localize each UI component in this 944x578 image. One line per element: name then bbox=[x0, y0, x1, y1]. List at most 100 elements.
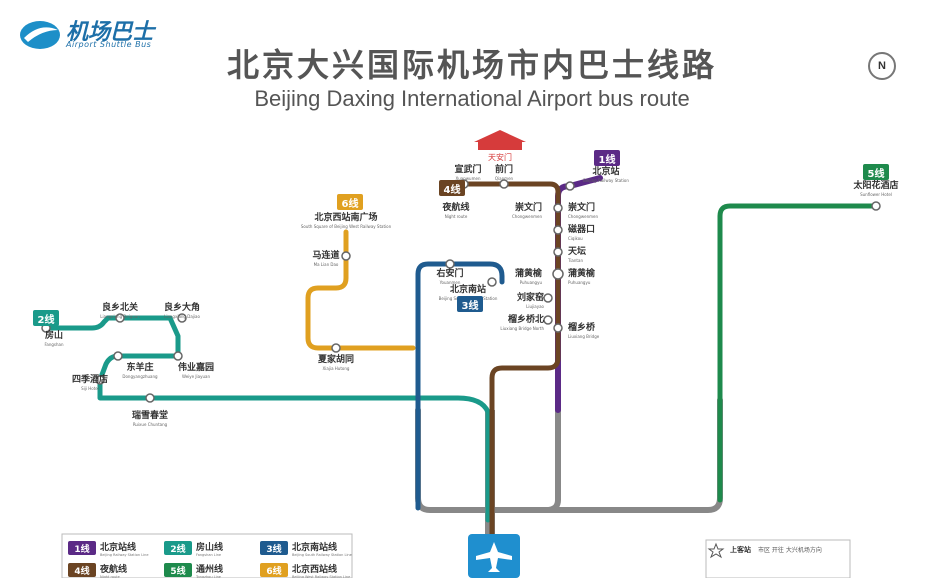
station-sjjd-label: 四季酒店 bbox=[72, 373, 108, 385]
station-bjxz-label-en: South Square of Beijing West Railway Sta… bbox=[301, 224, 392, 229]
station-wyjy-label: 伟业嘉园 bbox=[178, 361, 214, 373]
legend-5-name-en: Beijing West Railway Station Line bbox=[292, 575, 350, 578]
station-sjjd-marker bbox=[95, 375, 105, 385]
station-bjz-marker bbox=[565, 181, 575, 191]
station-lxdj-marker bbox=[177, 313, 187, 323]
station-ljp-marker bbox=[543, 293, 553, 303]
station-phy-star-icon bbox=[552, 268, 564, 280]
station-lxqb-marker bbox=[543, 315, 553, 325]
station-ckou-label-en: Ciqikou bbox=[568, 236, 583, 241]
logo-subtitle: Airport Shuttle Bus bbox=[66, 40, 152, 49]
legend-2-name: 北京南站线 bbox=[292, 541, 337, 553]
station-tyh-label: 太阳花酒店 bbox=[852, 179, 898, 191]
station-mld-label: 马连道 bbox=[312, 249, 339, 261]
station-lxdj-label: 良乡大角 bbox=[164, 301, 200, 313]
station-tt-label-en: Tiantan bbox=[567, 258, 583, 263]
station-xjht-marker bbox=[331, 343, 341, 353]
plane-swoosh-icon bbox=[20, 21, 60, 49]
legend-4-badge-label: 5线 bbox=[170, 565, 185, 577]
line-badge-5-label: 5线 bbox=[868, 167, 885, 180]
station-qm-label: 前门 bbox=[495, 163, 513, 175]
station-cwm-marker bbox=[553, 203, 563, 213]
compass-icon: N bbox=[868, 52, 896, 80]
station-lxqb-label: 榴乡桥北 bbox=[508, 313, 544, 325]
station-xjht-label-en: Xiajia Hutong bbox=[323, 366, 350, 371]
station-lxbg-label: 良乡北关 bbox=[102, 301, 138, 313]
line-legend-frame bbox=[61, 533, 353, 578]
station-wyjy-label-en: Weiye Jiayuan bbox=[182, 374, 210, 379]
station-lxbg-label-en: Liangxiang Beiguan bbox=[100, 314, 140, 319]
legend-3-badge-label: 4线 bbox=[74, 565, 89, 577]
tiananmen-icon bbox=[478, 142, 522, 150]
route-line-3 bbox=[415, 261, 505, 511]
station-ckou-marker bbox=[553, 225, 563, 235]
key-0-desc: 市区 开往 大兴机场方向 bbox=[758, 546, 822, 554]
station-bjxz-label: 北京西站南广场 bbox=[314, 211, 377, 223]
station-cwm4-label: 崇文门 bbox=[515, 201, 542, 213]
station-ckou-label: 磁器口 bbox=[568, 223, 595, 235]
station-dfz-label: 东羊庄 bbox=[126, 361, 153, 373]
legend-2-badge bbox=[260, 541, 288, 555]
station-xwm-label-en: Xuanwumen bbox=[456, 176, 481, 181]
legend-3-name-en: Night route bbox=[100, 575, 120, 578]
legend-1-name: 房山线 bbox=[196, 541, 223, 553]
tiananmen-roof-icon bbox=[474, 130, 526, 142]
page-title: 北京大兴国际机场市内巴士线路 bbox=[226, 46, 717, 84]
line-badge-4 bbox=[439, 180, 465, 196]
station-ljp-label-en: Liujiayao bbox=[526, 304, 544, 309]
station-phy-label: 蒲黄榆 bbox=[568, 267, 596, 279]
legend-5-name: 北京西站线 bbox=[292, 563, 337, 575]
station-wyjy-marker bbox=[173, 351, 183, 361]
line-badge-6-label: 6线 bbox=[342, 197, 359, 210]
station-yam-marker bbox=[445, 259, 455, 269]
station-xjht-label: 夏家胡同 bbox=[317, 353, 354, 365]
route-line-5 bbox=[717, 203, 879, 503]
station-ljp-label: 刘家窑 bbox=[517, 291, 544, 303]
station-bjz-label-en: Beijing Railway Station bbox=[583, 178, 629, 183]
route-line-2 bbox=[43, 315, 491, 523]
station-phy4-label-en: Puhuangyu bbox=[520, 280, 543, 285]
station-phy4-label: 蒲黄榆 bbox=[515, 267, 543, 279]
station-yam-label: 右安门 bbox=[435, 267, 463, 279]
station-rxct-marker bbox=[145, 393, 155, 403]
line-badge-1 bbox=[594, 150, 620, 166]
legend-1-name-en: Fangshan Line bbox=[196, 553, 221, 557]
airplane-icon bbox=[476, 542, 512, 572]
station-rxct-label: 瑞雪春堂 bbox=[132, 409, 168, 421]
station-nr-label: 夜航线 bbox=[441, 201, 469, 213]
legend-5-badge bbox=[260, 563, 288, 577]
key-star-icon bbox=[707, 542, 725, 559]
legend-5-badge-label: 6线 bbox=[266, 565, 281, 577]
legend-4-name-en: Tongzhou Line bbox=[195, 575, 221, 578]
legend-0-name: 北京站线 bbox=[100, 541, 136, 553]
station-mld-label-en: Ma Lian Dao bbox=[314, 262, 339, 267]
station-cwm-label-en: Chongwenmen bbox=[568, 214, 598, 219]
station-xwm-label: 宣武门 bbox=[454, 163, 481, 175]
legend-4-name: 通州线 bbox=[196, 563, 223, 575]
station-cwm4-label-en: Chongwenmen bbox=[512, 214, 542, 219]
station-tt-marker bbox=[553, 247, 563, 257]
station-nr-label-en: Night route bbox=[445, 214, 468, 219]
legend-2-badge-label: 3线 bbox=[266, 543, 281, 555]
legend-0-badge-label: 1线 bbox=[74, 543, 89, 555]
station-tyh-marker bbox=[871, 201, 881, 211]
route-line-4 bbox=[457, 181, 561, 559]
key-0-label: 上客站 bbox=[730, 545, 751, 554]
station-lxq-label: 榴乡桥 bbox=[568, 321, 596, 333]
station-bjnz-label: 北京南站 bbox=[450, 283, 486, 295]
station-lxbg-marker bbox=[115, 313, 125, 323]
line-badge-2-label: 2线 bbox=[38, 313, 55, 326]
legend-1-badge bbox=[164, 541, 192, 555]
legend-2-name-en: Beijing South Railway Station Line bbox=[292, 553, 352, 557]
station-qm-label-en: Qianmen bbox=[495, 176, 514, 181]
station-dfz-marker bbox=[113, 351, 123, 361]
line-badge-4-label: 4线 bbox=[444, 183, 461, 196]
station-fs-label-en: Fangshan bbox=[44, 342, 64, 347]
station-phy-label-en: Puhuangyu bbox=[568, 280, 591, 285]
page-subtitle: Beijing Daxing International Airport bus… bbox=[254, 86, 690, 111]
legend-0-badge bbox=[68, 541, 96, 555]
logo-title: 机场巴士 bbox=[66, 20, 155, 45]
